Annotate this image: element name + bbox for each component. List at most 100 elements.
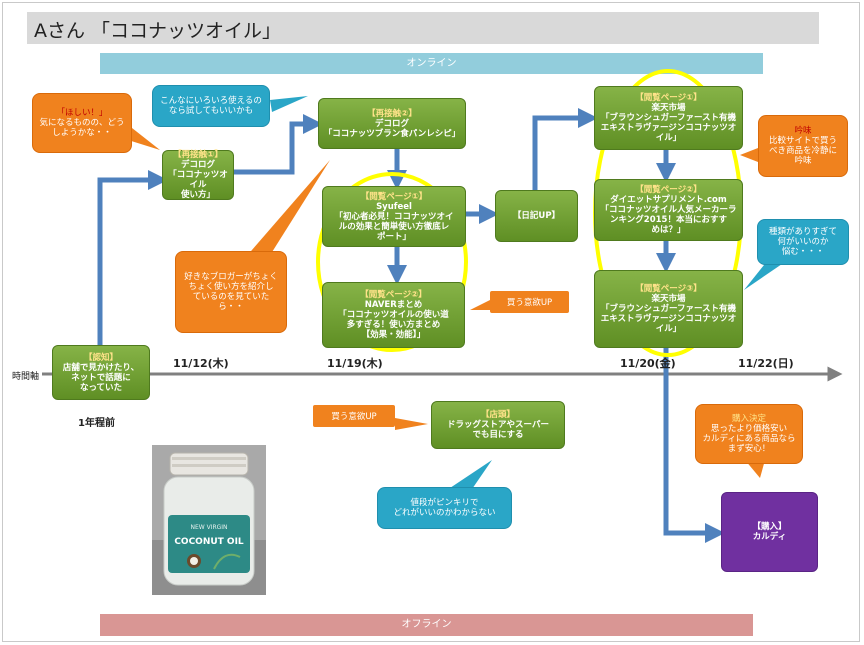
callout-iroiro-line: こんなにいろいろ使えるの — [160, 96, 262, 106]
highlight-ellipse-left — [316, 172, 468, 352]
callout-tail-blogger — [245, 160, 330, 268]
coconut-oil-jar-image: NEW VIRGIN COCONUT OIL — [152, 445, 266, 595]
callout-hoshii-line: 気になるものの、どう — [39, 118, 125, 128]
step-store-line: でも目にする — [472, 430, 524, 440]
date-label: 11/20(金) — [620, 357, 676, 370]
step-view-5: 【閲覧ページ③】 楽天市場 「ブラウンシュガーファースト有機 エキストラヴァージ… — [594, 270, 743, 348]
callout-blogger-line: ら・・ — [218, 302, 244, 312]
step-view-4-line: ダイエットサプリメント.com — [610, 195, 727, 205]
step-view-5-line: 楽天市場 — [651, 294, 686, 304]
photo-brand: NEW VIRGIN — [190, 524, 227, 531]
step-view-4: 【閲覧ページ②】 ダイエットサプリメント.com 「ココナッツオイル人気メーカー… — [594, 179, 743, 241]
step-view-4-tag: 【閲覧ページ②】 — [635, 185, 702, 195]
callout-shurui-line: 何がいいのか — [777, 237, 829, 247]
step-view-3-line: 楽天市場 — [651, 103, 686, 113]
step-store-tag: 【店頭】 — [480, 410, 515, 420]
arrow-ninchi-to-recontact1 — [97, 170, 168, 345]
offline-band: オフライン — [100, 614, 753, 636]
step-recontact-2-tag: 【再接触②】 — [367, 108, 417, 119]
step-recontact-2-line: 「ココナッツブラン食パンレシピ」 — [323, 128, 461, 139]
callout-kaiyoku-2: 買う意欲UP — [313, 405, 395, 427]
callout-shurui-line: 悩む・・・ — [781, 247, 825, 257]
callout-nedan-line: 値段がピンキリで — [410, 498, 479, 508]
arrow-recontact1-to-recontact2 — [233, 114, 323, 175]
callout-shurui-line: 種類がありすぎて — [768, 227, 837, 237]
step-view-2-line: 多すぎる！使い方まとめ — [346, 320, 441, 330]
date-label: 11/22(日) — [738, 357, 794, 370]
callout-ginmi-line: べき商品を冷静に — [768, 146, 837, 156]
step-recontact-1-line: 「ココナッツオイル — [168, 170, 228, 190]
callout-kaiyoku-2-label: 買う意欲UP — [331, 412, 377, 422]
callout-tail-nedan — [450, 460, 492, 492]
step-view-5-line: イル」 — [655, 324, 682, 334]
callout-tail-ginmi — [740, 148, 758, 162]
callout-ginmi-line: 比較サイトで買う — [768, 136, 837, 146]
step-view-3-line: イル」 — [655, 133, 682, 143]
step-view-2-tag: 【閲覧ページ②】 — [360, 290, 427, 300]
step-view-3-line: エキストラヴァージンココナッツオ — [600, 123, 737, 133]
step-recontact-2-line: デコログ — [374, 118, 409, 129]
time-axis-label: 時間軸 — [12, 372, 40, 382]
step-view-1-line: ポート」 — [376, 231, 411, 242]
step-view-3: 【閲覧ページ①】 楽天市場 「ブラウンシュガーファースト有機 エキストラヴァージ… — [594, 86, 743, 150]
page-title: Aさん 「ココナッツオイル」 — [34, 20, 282, 42]
step-ninchi-line: 店舗で見かけたり、 — [62, 362, 140, 373]
step-view-4-line: ンキング2015！本当におすす — [610, 215, 727, 225]
callout-iroiro: こんなにいろいろ使えるの なら試してもいいかも — [152, 85, 270, 127]
step-view-2: 【閲覧ページ②】 NAVERまとめ 「ココナッツオイルの使い道 多すぎる！使い方… — [322, 282, 465, 348]
callout-tail-kaiyoku1 — [470, 300, 490, 310]
callout-iroiro-line: なら試してもいいかも — [168, 106, 254, 116]
step-recontact-2: 【再接触②】 デコログ 「ココナッツブラン食パンレシピ」 — [318, 98, 466, 149]
callout-tail-kaiyoku2 — [395, 418, 428, 430]
step-ninchi-line: ネットで話題に — [71, 372, 131, 383]
coconut-oil-photo: NEW VIRGIN COCONUT OIL — [152, 445, 266, 595]
date-label: 11/12(木) — [173, 357, 229, 370]
callout-kounyuu-line: カルディにある商品なら — [702, 434, 796, 444]
callout-blogger-line: ちょく使い方を紹介し — [188, 282, 274, 292]
callout-ginmi: 吟味 比較サイトで買う べき商品を冷静に 吟味 — [758, 115, 848, 177]
callout-nedan: 値段がピンキリで どれがいいのかわからない — [377, 487, 512, 529]
callout-tail-shurui — [744, 260, 782, 290]
step-view-5-line: 「ブラウンシュガーファースト有機 — [600, 304, 737, 314]
arrow-view5-to-purchase — [663, 348, 725, 543]
callout-hoshii-line: しようかな・・ — [52, 128, 112, 138]
callout-tail-kounyuu — [745, 460, 765, 478]
callout-shurui: 種類がありすぎて 何がいいのか 悩む・・・ — [757, 219, 849, 265]
callout-kaiyoku-1: 買う意欲UP — [490, 291, 569, 313]
step-view-4-line: 「ココナッツオイル人気メーカーラ — [600, 205, 737, 215]
step-recontact-1: 【再接触①】 デコログ 「ココナッツオイル 使い方」 — [162, 150, 234, 200]
step-view-1-line: ルの効果と簡単使い方徹底レ — [338, 221, 450, 232]
callout-nedan-line: どれがいいのかわからない — [393, 508, 496, 518]
callout-kounyuu-line: まず安心！ — [727, 444, 771, 454]
step-view-4-line: めは？」 — [651, 225, 686, 235]
step-recontact-1-line: デコログ — [180, 160, 215, 170]
callout-hoshii: 「ほしい！」 気になるものの、どう しようかな・・ — [32, 93, 132, 153]
step-view-5-line: エキストラヴァージンココナッツオ — [600, 314, 737, 324]
step-view-1-line: 「初心者必見！ココナッツオイ — [334, 211, 454, 222]
step-view-1: 【閲覧ページ①】 Syufeel 「初心者必見！ココナッツオイ ルの効果と簡単使… — [322, 186, 466, 247]
date-label: 11/19(木) — [327, 357, 383, 370]
callout-ginmi-head: 吟味 — [794, 126, 812, 136]
step-ninchi-tag: 【認知】 — [83, 352, 118, 363]
step-view-1-line: Syufeel — [376, 201, 412, 212]
callout-blogger-line: ているのを見ていた — [192, 292, 270, 302]
step-recontact-1-line: 使い方」 — [180, 190, 215, 200]
step-view-2-line: 【効果・効能】」 — [361, 330, 426, 340]
online-band: オンライン — [100, 53, 763, 74]
step-ninchi: 【認知】 店舗で見かけたり、 ネットで話題に なっていた — [52, 345, 150, 400]
callout-tail-hoshii — [128, 128, 160, 150]
step-store: 【店頭】 ドラッグストアやスーパー でも目にする — [431, 401, 565, 449]
step-store-line: ドラッグストアやスーパー — [447, 420, 549, 430]
callout-ginmi-line: 吟味 — [794, 156, 812, 166]
step-view-2-line: 「ココナッツオイルの使い道 — [338, 310, 449, 320]
step-purchase-tag: 【購入】 — [752, 522, 787, 532]
step-nikki: 【日記UP】 — [495, 190, 578, 242]
callout-blogger-line: 好きなブロガーがちょく — [184, 272, 278, 282]
callout-kounyuu-line: 思ったより価格安い — [710, 424, 788, 434]
step-view-1-tag: 【閲覧ページ①】 — [360, 191, 428, 202]
callout-hoshii-head: 「ほしい！」 — [56, 108, 108, 118]
arrow-nikki-to-view3 — [532, 108, 598, 190]
